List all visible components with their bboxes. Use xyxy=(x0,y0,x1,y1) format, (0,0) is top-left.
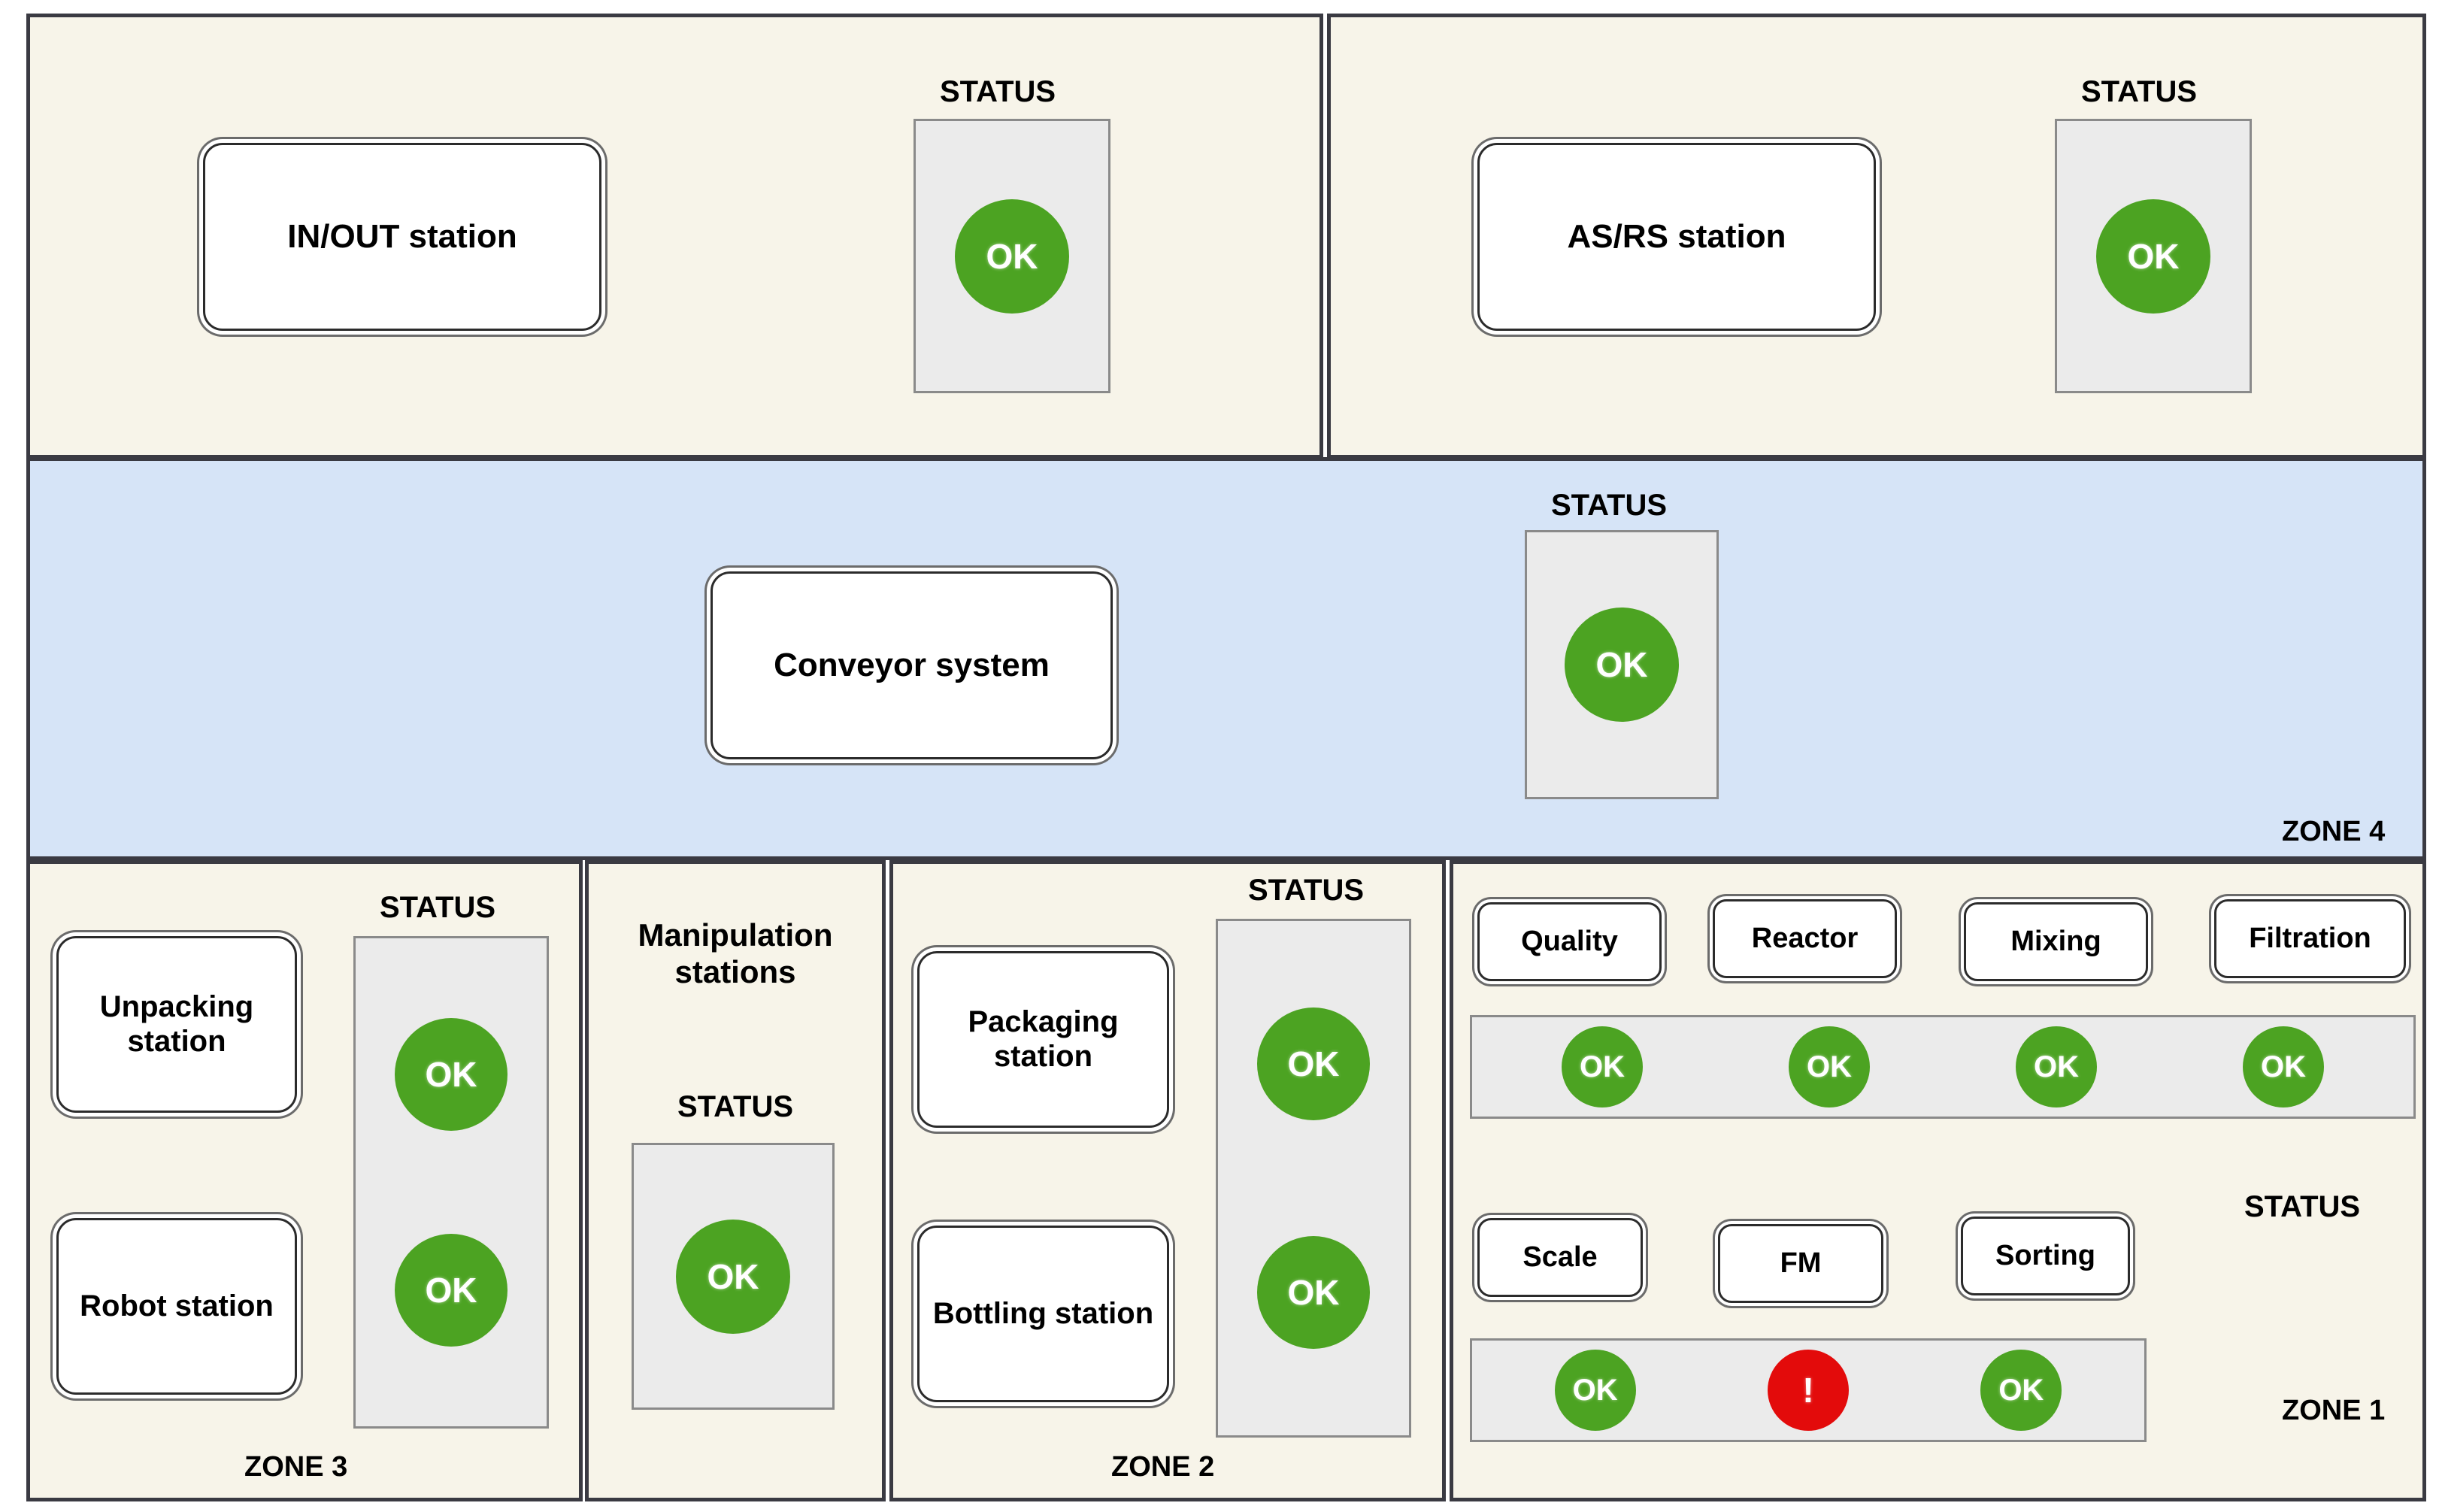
status-box-zone-2: OK OK xyxy=(1216,919,1411,1438)
station-fm[interactable]: FM xyxy=(1718,1224,1883,1303)
station-conveyor[interactable]: Conveyor system xyxy=(710,571,1113,759)
station-scale-label: Scale xyxy=(1522,1241,1598,1273)
station-quality[interactable]: Quality xyxy=(1477,902,1662,981)
manipulation-title: Manipulation stations xyxy=(638,917,833,989)
status-lamp-manipulation: OK xyxy=(676,1219,790,1334)
status-lamp-quality: OK xyxy=(1562,1026,1643,1107)
station-fm-label: FM xyxy=(1780,1247,1822,1279)
status-label-zone-1: STATUS xyxy=(2244,1190,2361,1223)
status-box-zone-4: OK xyxy=(1525,530,1719,799)
status-label-manipulation: STATUS xyxy=(677,1090,794,1123)
station-robot[interactable]: Robot station xyxy=(56,1218,297,1395)
status-label-asrs: STATUS xyxy=(2081,75,2198,108)
status-lamp-zone-4: OK xyxy=(1565,608,1679,722)
station-packaging-label: Packaging station xyxy=(968,1004,1119,1073)
station-quality-label: Quality xyxy=(1521,925,1618,957)
status-box-manipulation: OK xyxy=(632,1143,835,1410)
station-packaging[interactable]: Packaging station xyxy=(917,951,1169,1128)
status-lamp-filtration: OK xyxy=(2243,1026,2324,1107)
station-unpacking-label: Unpacking station xyxy=(99,989,254,1058)
status-box-zone-3: OK OK xyxy=(353,936,549,1429)
station-conveyor-label: Conveyor system xyxy=(774,646,1050,683)
station-in-out[interactable]: IN/OUT station xyxy=(203,143,601,331)
station-sorting-label: Sorting xyxy=(1995,1239,2095,1271)
station-robot-label: Robot station xyxy=(80,1289,274,1323)
panel-zone-4 xyxy=(26,457,2426,860)
status-label-zone-3: STATUS xyxy=(380,891,496,924)
station-filtration-label: Filtration xyxy=(2249,922,2371,954)
zone-caption-3: ZONE 3 xyxy=(244,1451,348,1483)
status-lamp-scale: OK xyxy=(1554,1350,1636,1431)
status-lamp-unpacking: OK xyxy=(395,1018,507,1132)
status-lamp-packaging: OK xyxy=(1257,1007,1370,1120)
station-in-out-label: IN/OUT station xyxy=(287,217,517,255)
status-lamp-mixing: OK xyxy=(2016,1026,2097,1107)
station-mixing[interactable]: Mixing xyxy=(1964,902,2148,981)
zone-caption-2: ZONE 2 xyxy=(1111,1451,1215,1483)
station-filtration[interactable]: Filtration xyxy=(2214,899,2406,978)
status-lamp-asrs: OK xyxy=(2096,198,2210,314)
zone-caption-4: ZONE 4 xyxy=(2282,816,2386,847)
status-box-in-out: OK xyxy=(913,119,1110,393)
station-reactor[interactable]: Reactor xyxy=(1713,899,1897,978)
status-lamp-fm: ! xyxy=(1767,1350,1849,1431)
status-box-zone-1-row-1: OK OK OK OK xyxy=(1470,1015,2416,1119)
status-lamp-in-out: OK xyxy=(955,198,1069,314)
status-label-zone-4: STATUS xyxy=(1551,489,1668,522)
station-bottling-label: Bottling station xyxy=(932,1296,1154,1330)
zone-caption-1: ZONE 1 xyxy=(2282,1395,2386,1426)
status-box-zone-1-row-2: OK ! OK xyxy=(1470,1338,2147,1442)
station-unpacking[interactable]: Unpacking station xyxy=(56,936,297,1113)
status-label-zone-2: STATUS xyxy=(1248,874,1365,907)
status-box-asrs: OK xyxy=(2055,119,2252,393)
station-scale[interactable]: Scale xyxy=(1477,1218,1643,1297)
station-reactor-label: Reactor xyxy=(1751,922,1859,954)
status-lamp-reactor: OK xyxy=(1789,1026,1870,1107)
station-asrs-label: AS/RS station xyxy=(1567,217,1786,255)
status-lamp-robot: OK xyxy=(395,1233,507,1347)
station-asrs[interactable]: AS/RS station xyxy=(1477,143,1876,331)
station-bottling[interactable]: Bottling station xyxy=(917,1226,1169,1402)
station-sorting[interactable]: Sorting xyxy=(1961,1217,2130,1295)
status-lamp-sorting: OK xyxy=(1980,1350,2062,1431)
station-mixing-label: Mixing xyxy=(2010,925,2101,957)
status-lamp-bottling: OK xyxy=(1257,1236,1370,1349)
status-label-in-out: STATUS xyxy=(940,75,1056,108)
